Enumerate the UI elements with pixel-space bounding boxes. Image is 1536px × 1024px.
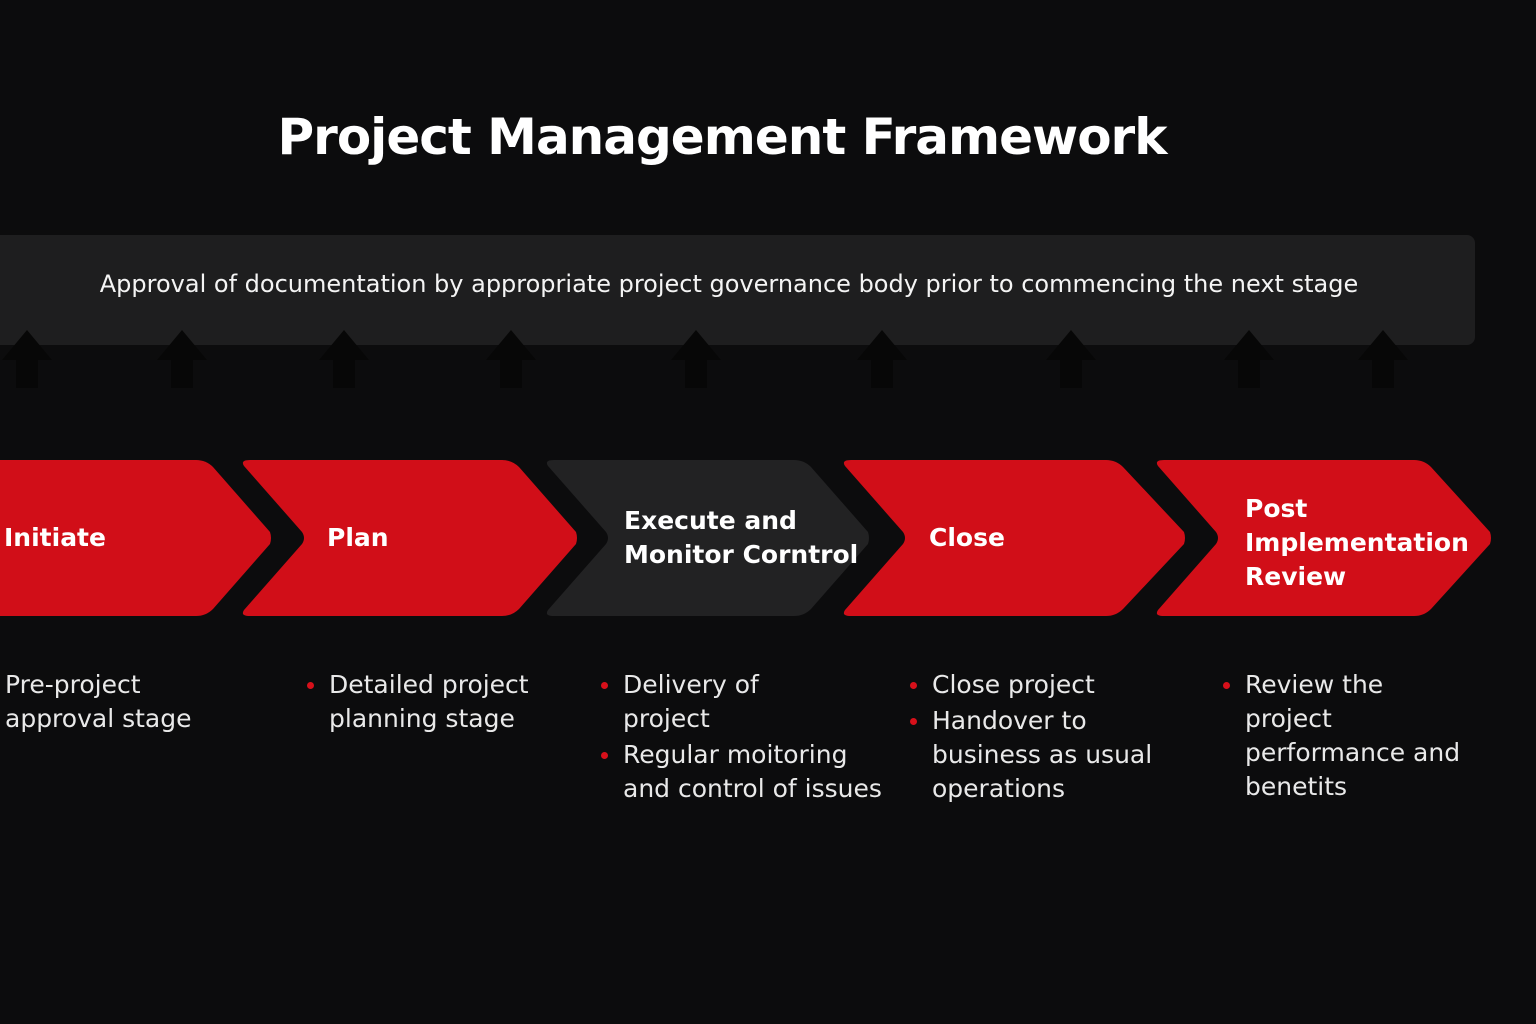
- chevron-shape: [546, 460, 869, 616]
- description-item: Review the project performance and benet…: [1223, 668, 1495, 804]
- stage-chevron-execute: Execute and Monitor Corntrol: [544, 460, 870, 616]
- description-item: Delivery of project: [601, 668, 893, 736]
- bullet-icon: [307, 682, 314, 689]
- up-arrow-icon: [2, 330, 52, 388]
- up-arrow-shape: [671, 330, 721, 388]
- up-arrow-icon: [319, 330, 369, 388]
- up-arrow-icon: [1358, 330, 1408, 388]
- bullet-icon: [601, 752, 608, 759]
- chevron-shape: [843, 460, 1185, 616]
- bullet-icon: [910, 682, 917, 689]
- description-item: Pre-project approval stage: [5, 670, 192, 733]
- up-arrow-icon: [671, 330, 721, 388]
- approval-banner-text: Approval of documentation by appropriate…: [99, 270, 1359, 298]
- stage-chevron-review: Post Implementation Review: [1154, 460, 1492, 616]
- stage-description-execute: Delivery of project Regular moitoring an…: [601, 668, 893, 808]
- stage-description-plan: Detailed project planning stage: [307, 668, 579, 738]
- chevron-shape: [242, 460, 577, 616]
- description-item: Regular moitoring and control of issues: [601, 738, 893, 806]
- bullet-icon: [601, 682, 608, 689]
- stage-description-initiate: Pre-project approval stage: [5, 668, 255, 738]
- page-title: Project Management Framework: [277, 108, 1168, 166]
- up-arrow-shape: [157, 330, 207, 388]
- up-arrow-icon: [1046, 330, 1096, 388]
- up-arrow-shape: [1046, 330, 1096, 388]
- stage-chevron-plan: Plan: [240, 460, 578, 616]
- stage-label: Post Implementation Review: [1245, 494, 1469, 591]
- bullet-icon: [910, 718, 917, 725]
- up-arrow-shape: [1224, 330, 1274, 388]
- stage-label: Execute and Monitor Corntrol: [624, 506, 859, 569]
- up-arrow-icon: [486, 330, 536, 388]
- up-arrow-icon: [857, 330, 907, 388]
- up-arrow-shape: [486, 330, 536, 388]
- stage-description-review: Review the project performance and benet…: [1223, 668, 1495, 806]
- up-arrow-shape: [1358, 330, 1408, 388]
- bullet-icon: [1223, 682, 1230, 689]
- up-arrow-icon: [1224, 330, 1274, 388]
- chevron-shape: [0, 460, 271, 616]
- up-arrow-icon: [157, 330, 207, 388]
- chevron-shape: [1156, 460, 1491, 616]
- stage-description-close: Close project Handover to business as us…: [910, 668, 1182, 808]
- stage-label: Close: [929, 523, 1005, 552]
- description-item: Detailed project planning stage: [307, 668, 579, 736]
- up-arrow-shape: [319, 330, 369, 388]
- stage-chevron-initiate: Initiate: [0, 460, 272, 616]
- description-item: Close project: [910, 668, 1182, 702]
- description-item: Handover to business as usual operations: [910, 704, 1182, 806]
- stage-chevron-close: Close: [841, 460, 1186, 616]
- stage-label: Initiate: [4, 523, 106, 552]
- up-arrow-shape: [857, 330, 907, 388]
- approval-banner: [0, 235, 1475, 345]
- stage-label: Plan: [327, 523, 389, 552]
- up-arrow-shape: [2, 330, 52, 388]
